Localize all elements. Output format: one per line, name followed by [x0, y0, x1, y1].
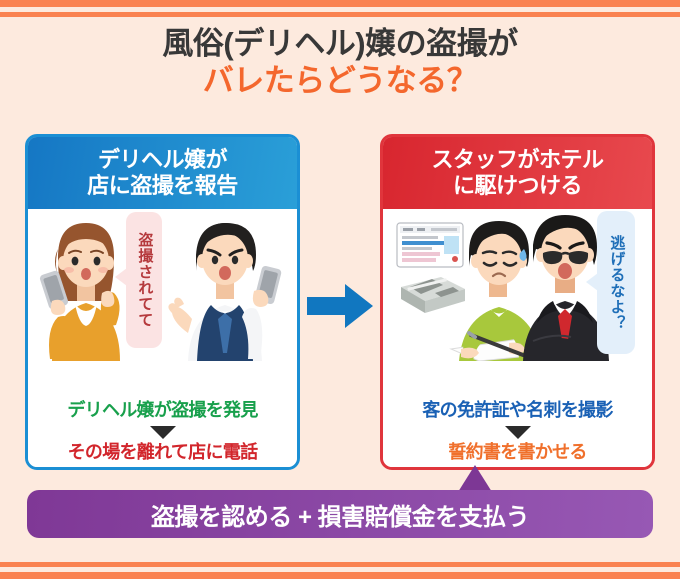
summary-banner-text: 盗撮を認める + 損害賠償金を支払う: [150, 503, 530, 531]
caption-left-secondary: その場を離れて店に電話: [67, 442, 258, 463]
cash-bundle: [401, 277, 465, 313]
license-card: [396, 222, 464, 268]
page-title: 風俗(デリヘル)嬢の盗撮が バレたらどうなる？: [0, 26, 680, 99]
caption-right-secondary: 誓約書を書かせる: [448, 442, 587, 463]
illustration-right-svg: [396, 215, 609, 361]
summary-banner: 盗撮を認める + 損害賠償金を支払う: [27, 490, 653, 538]
speech-bubble-left-text: 盗撮されてて: [136, 232, 154, 328]
bottom-stripe-thick: [0, 572, 680, 579]
step-card-left-header-line1: デリヘル嬢が: [97, 146, 228, 172]
up-arrow-icon-banner: [458, 465, 492, 492]
speech-bubble-right: 逃げるなよ？: [586, 211, 635, 354]
step-card-right: スタッフがホテル に駆けつける: [380, 134, 655, 470]
down-triangle-icon-left: [149, 426, 176, 440]
down-triangle-icon-right: [504, 426, 531, 440]
top-stripe-thin: [0, 12, 680, 17]
step-card-right-header-line2: に駆けつける: [452, 173, 583, 198]
step-card-left-body: 盗撮されてて デリヘル嬢が盗撮を発見 その場を離れて店に電話: [28, 209, 297, 467]
illustration-right: 逃げるなよ？: [383, 209, 652, 361]
illustration-left: 盗撮されてて: [28, 209, 297, 361]
step-card-right-header-line1: スタッフがホテル: [431, 146, 604, 172]
speech-bubble-left: 盗撮されてて: [115, 212, 162, 348]
caption-left-primary: デリヘル嬢が盗撮を発見: [67, 400, 258, 421]
step-card-left-captions: デリヘル嬢が盗撮を発見 その場を離れて店に電話: [28, 401, 297, 463]
page-title-line1: 風俗(デリヘル)嬢の盗撮が: [162, 26, 518, 61]
speech-bubble-right-text: 逃げるなよ？: [608, 234, 626, 331]
top-stripe-thick: [0, 0, 680, 7]
step-card-right-body: 逃げるなよ？ 客の免許証や名刺を撮影 誓約書を書かせる: [383, 209, 652, 467]
caption-right-primary: 客の免許証や名刺を撮影: [422, 400, 613, 421]
step-card-left-header-line2: 店に盗撮を報告: [87, 173, 238, 198]
illustration-left-svg: [39, 223, 282, 361]
step-card-left-header: デリヘル嬢が 店に盗撮を報告: [28, 137, 297, 209]
sunglasses-icon: [542, 251, 589, 265]
step-card-right-header: スタッフがホテル に駆けつける: [383, 137, 652, 209]
bottom-stripe-thin: [0, 562, 680, 567]
step-card-right-captions: 客の免許証や名刺を撮影 誓約書を書かせる: [383, 401, 652, 463]
page-title-line2: バレたらどうなる？: [202, 62, 478, 98]
flow-arrow-right-icon: [307, 284, 373, 328]
step-card-left: デリヘル嬢が 店に盗撮を報告: [25, 134, 300, 470]
